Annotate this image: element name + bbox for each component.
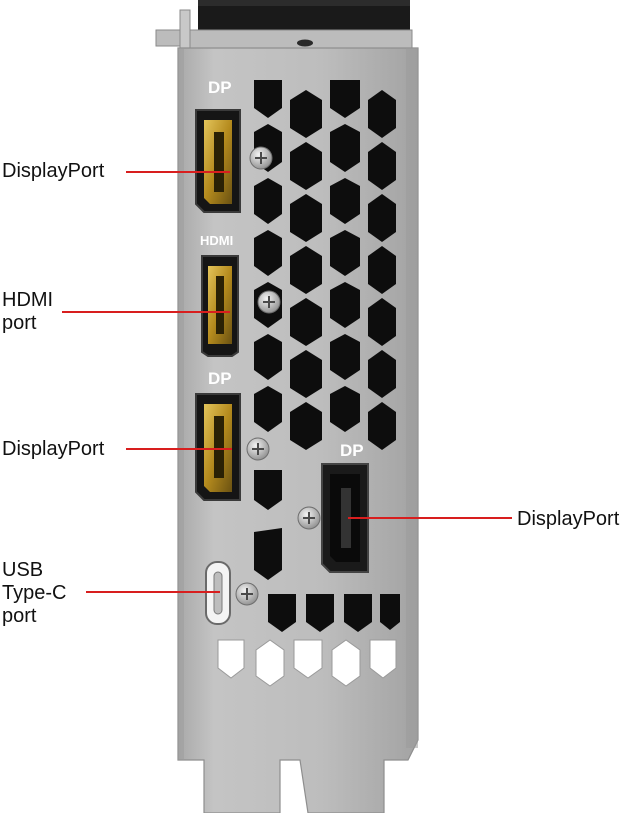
label-usb-type-c-port: USB Type-C port [2,559,67,627]
silk-dp-right: DP [340,441,364,460]
hdmi-connector [201,255,239,357]
label-displayport-1: DisplayPort [2,160,105,182]
displayport-1-connector [195,109,241,213]
label-hdmi-port: HDMI port [2,289,54,334]
vent-holes [254,80,400,632]
silk-dp-middle: DP [208,369,232,388]
label-displayport-3: DisplayPort [517,508,620,530]
screws [235,146,321,606]
displayport-3-connector [321,463,369,573]
silk-dp-top: DP [208,78,232,97]
displayport-2-connector [195,393,241,501]
label-displayport-2: DisplayPort [2,438,105,460]
silk-hdmi: HDMI [200,233,233,248]
bracket-cutouts [217,639,397,687]
leader-lines [62,171,512,593]
